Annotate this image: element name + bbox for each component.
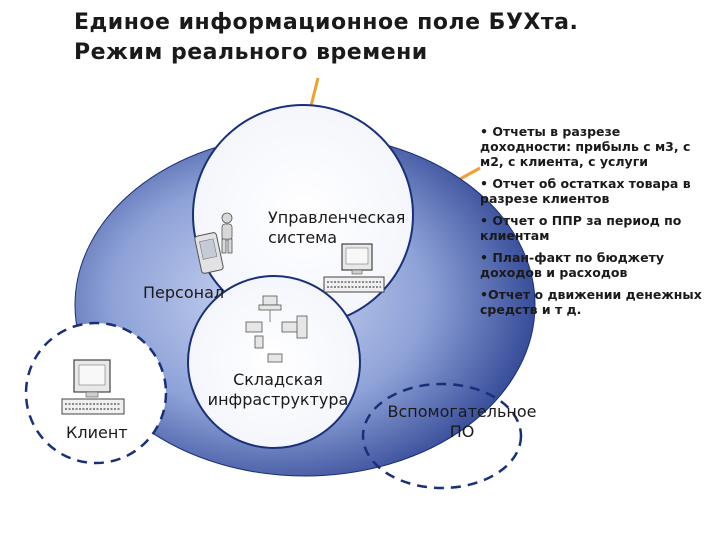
management-label: Управленческая система (268, 208, 406, 247)
keyboard-icon (323, 276, 385, 293)
report-item: • План-факт по бюджету доходов и расходо… (480, 250, 664, 280)
warehouse-label: Складская инфраструктура (207, 370, 349, 409)
aux-software-label: Вспомогательное ПО (387, 402, 537, 441)
personnel-label: Персонал (143, 283, 225, 302)
person-icon (221, 212, 233, 254)
aux-software-dashed-circle (361, 382, 523, 490)
report-item: • Отчет об остатках товара в разрезе кли… (480, 176, 691, 206)
report-item: • Отчеты в разрезе доходности: прибыль с… (480, 124, 691, 169)
reports-heading: Управленческие отчеты в режиме реального… (480, 84, 688, 114)
title-line-1: Единое информационное поле БУХта. (74, 10, 579, 35)
pda-icon (194, 232, 224, 274)
client-computer-icon (61, 359, 125, 415)
slide-title: Единое информационное поле БУХта. Режим … (74, 8, 578, 68)
title-line-2: Режим реального времени (74, 40, 428, 65)
client-label: Клиент (66, 423, 128, 442)
report-item: • Отчет о ППР за период по клиентам (480, 213, 682, 243)
reports-panel: Управленческие отчеты в режиме реального… (480, 84, 702, 324)
network-device-icon (245, 295, 308, 363)
computer-icon (341, 243, 373, 275)
report-item: •Отчет о движении денежных средств и т д… (480, 287, 702, 317)
